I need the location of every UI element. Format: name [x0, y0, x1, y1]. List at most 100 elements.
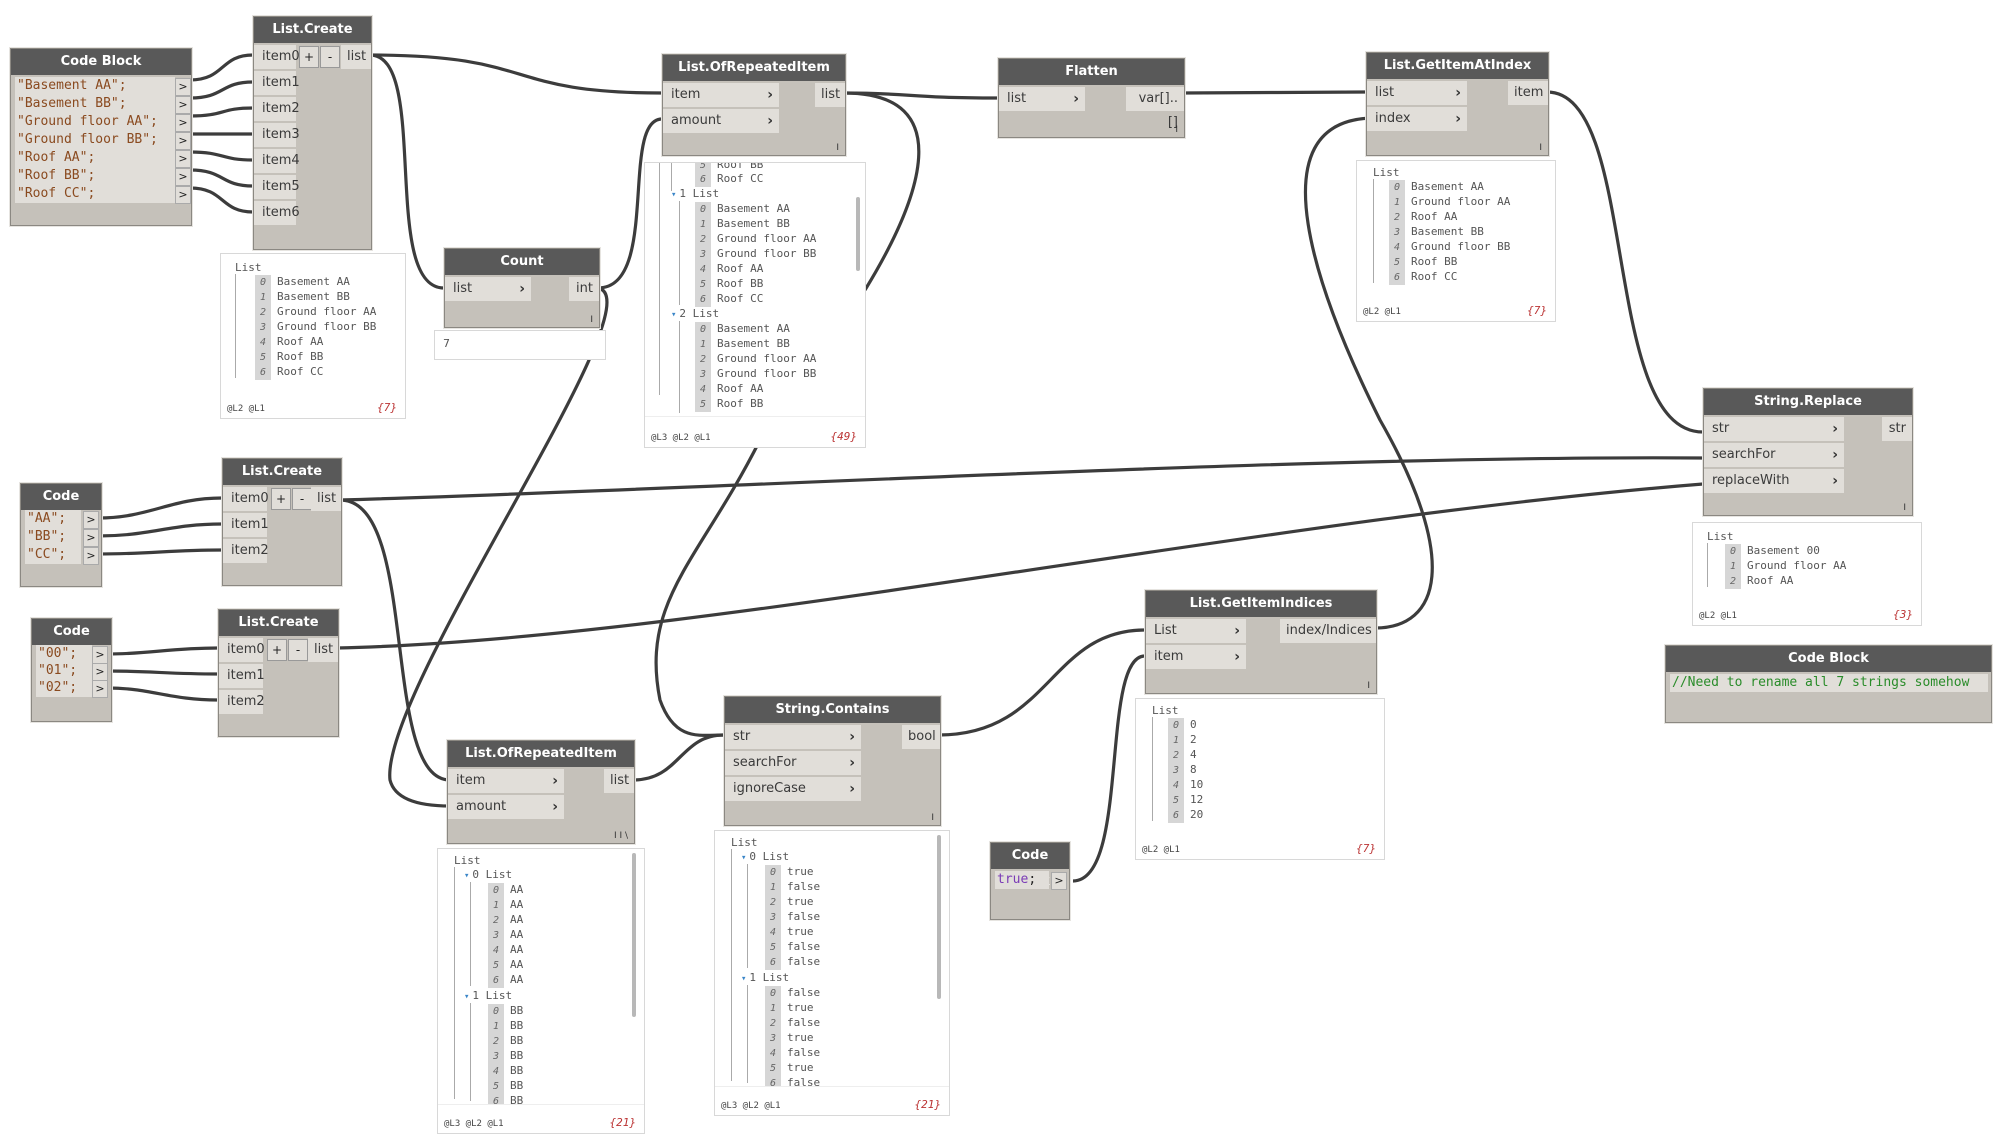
input-port-index[interactable]: index›: [1367, 107, 1467, 131]
input-port-item2[interactable]: item2: [223, 539, 269, 563]
node-title[interactable]: List.OfRepeatedItem: [448, 741, 634, 767]
node-title[interactable]: Code Block: [32, 619, 111, 665]
input-port-ignore-case[interactable]: ignoreCase›: [725, 777, 861, 801]
input-port-item3[interactable]: item3: [254, 123, 300, 147]
node-title[interactable]: List.GetItemAtIndex: [1367, 53, 1548, 79]
input-port-item5[interactable]: item5: [254, 175, 300, 199]
node-title[interactable]: Code Block: [21, 484, 101, 530]
code-line[interactable]: "Ground floor AA";: [15, 113, 175, 131]
code-line[interactable]: "02";: [36, 679, 92, 697]
preview-sublist[interactable]: 0 List: [472, 868, 513, 881]
input-port-item1[interactable]: item1: [254, 71, 300, 95]
code-comment[interactable]: //Need to rename all 7 strings somehow: [1670, 674, 1988, 692]
output-port-str[interactable]: str: [1882, 417, 1912, 441]
output-port-arrow[interactable]: >: [92, 680, 108, 698]
list-create-node[interactable]: List.Create item0 + - list item1 item2: [218, 609, 339, 737]
list-create-node[interactable]: List.Create item0 + - list item1 item2 i…: [253, 16, 372, 250]
output-port-arrow[interactable]: >: [1051, 872, 1067, 890]
code-line[interactable]: "Ground floor BB";: [15, 131, 175, 149]
list-get-item-at-index-node[interactable]: List.GetItemAtIndex list› index› item I: [1366, 52, 1549, 156]
node-title[interactable]: List.Create: [254, 17, 371, 43]
input-port-item[interactable]: item›: [663, 83, 779, 107]
input-port-item6[interactable]: item6: [254, 201, 300, 225]
preview-sublist[interactable]: 1 List: [472, 989, 513, 1002]
output-port-arrow[interactable]: >: [175, 114, 191, 132]
code-line[interactable]: "Basement BB";: [15, 95, 175, 113]
node-title[interactable]: List.OfRepeatedItem: [663, 55, 845, 81]
preview-sublist[interactable]: 1 List: [679, 187, 720, 200]
node-title[interactable]: List.GetItemIndices: [1146, 591, 1376, 617]
preview-scrollbar[interactable]: [937, 835, 941, 999]
input-port-item[interactable]: item›: [448, 769, 564, 793]
output-port-list[interactable]: list: [341, 45, 371, 69]
node-title[interactable]: String.Contains: [725, 697, 940, 723]
input-port-item0[interactable]: item0: [219, 638, 265, 662]
code-line[interactable]: "Roof AA";: [15, 149, 175, 167]
preview-sublist[interactable]: 0 List: [749, 850, 790, 863]
add-input-button[interactable]: +: [271, 488, 291, 510]
node-title[interactable]: Code Block: [991, 843, 1069, 889]
input-port-search-for[interactable]: searchFor›: [1704, 443, 1844, 467]
input-port-replace-with[interactable]: replaceWith›: [1704, 469, 1844, 493]
output-port-arrow[interactable]: >: [92, 646, 108, 664]
preview-scrollbar[interactable]: [632, 853, 636, 1017]
input-port-item0[interactable]: item0: [223, 487, 269, 511]
node-title[interactable]: List.Create: [223, 459, 341, 485]
output-port-item[interactable]: item: [1508, 81, 1548, 105]
code-block-node[interactable]: Code Block //Need to rename all 7 string…: [1665, 645, 1992, 723]
code-line[interactable]: "Roof BB";: [15, 167, 175, 185]
input-port-item[interactable]: item›: [1146, 645, 1246, 669]
preview-scrollbar[interactable]: [856, 197, 860, 271]
input-port-amount[interactable]: amount›: [663, 109, 779, 133]
input-port-amount[interactable]: amount›: [448, 795, 564, 819]
count-preview[interactable]: 7: [434, 330, 606, 360]
code-block-node[interactable]: Code Block "00"; "01"; "02"; > > >: [31, 618, 112, 722]
node-title[interactable]: Flatten: [999, 59, 1184, 85]
code-line[interactable]: "Basement AA";: [15, 77, 175, 95]
output-port-arrow[interactable]: >: [175, 132, 191, 150]
remove-input-button[interactable]: -: [320, 46, 340, 68]
code-block-node[interactable]: Code Block true; >: [990, 842, 1070, 920]
list-get-item-indices-node[interactable]: List.GetItemIndices List› item› index/In…: [1145, 590, 1377, 694]
code-block-node[interactable]: Code Block "AA"; "BB"; "CC"; > > >: [20, 483, 102, 587]
output-port-arrow[interactable]: >: [175, 96, 191, 114]
input-port-list[interactable]: List›: [1146, 619, 1246, 643]
output-port-arrow[interactable]: >: [83, 529, 99, 547]
output-port-arrow[interactable]: >: [175, 168, 191, 186]
output-port-arrow[interactable]: >: [175, 150, 191, 168]
code-line[interactable]: "CC";: [25, 546, 81, 564]
string-contains-node[interactable]: String.Contains str› searchFor› ignoreCa…: [724, 696, 941, 826]
node-title[interactable]: Code Block: [11, 49, 191, 75]
input-port-item0[interactable]: item0: [254, 45, 300, 69]
add-input-button[interactable]: +: [299, 46, 319, 68]
output-port-var[interactable]: var[]..[]: [1126, 87, 1184, 130]
node-title[interactable]: String.Replace: [1704, 389, 1912, 415]
output-port-arrow[interactable]: >: [175, 78, 191, 96]
input-port-item2[interactable]: item2: [254, 97, 300, 121]
input-port-str[interactable]: str›: [1704, 417, 1844, 441]
list-create-node[interactable]: List.Create item0 + - list item1 item2: [222, 458, 342, 586]
remove-input-button[interactable]: -: [292, 488, 312, 510]
node-title[interactable]: Code Block: [1666, 646, 1991, 672]
count-node[interactable]: Count list› int I: [444, 248, 600, 328]
output-port-list[interactable]: list: [308, 638, 338, 662]
code-line[interactable]: "BB";: [25, 528, 81, 546]
code-block-node[interactable]: Code Block "Basement AA"; "Basement BB";…: [10, 48, 192, 226]
input-port-list[interactable]: list›: [999, 87, 1085, 111]
output-port-int[interactable]: int: [569, 277, 599, 301]
code-line[interactable]: "00";: [36, 645, 92, 663]
string-replace-node[interactable]: String.Replace str› searchFor› replaceWi…: [1703, 388, 1913, 516]
output-port-bool[interactable]: bool: [902, 725, 940, 749]
input-port-search-for[interactable]: searchFor›: [725, 751, 861, 775]
output-port-indices[interactable]: index/Indices: [1280, 619, 1376, 643]
code-line[interactable]: true;: [995, 871, 1049, 889]
preview-sublist[interactable]: 2 List: [679, 307, 720, 320]
output-port-list[interactable]: list: [311, 487, 341, 511]
node-title[interactable]: Count: [445, 249, 599, 275]
